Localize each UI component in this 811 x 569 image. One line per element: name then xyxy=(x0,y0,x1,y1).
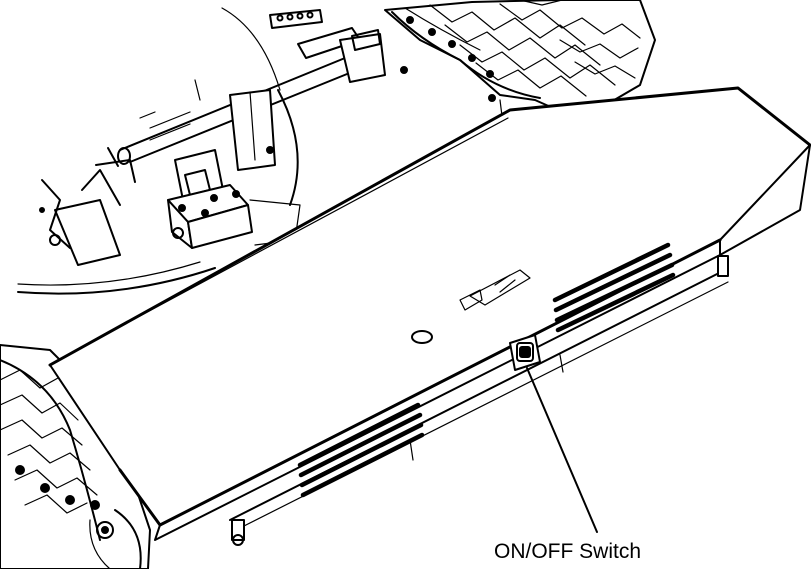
vent-slots-right xyxy=(552,242,676,333)
rotary-turntable xyxy=(17,7,299,295)
callout-leader-line xyxy=(526,367,598,533)
onoff-switch-callout-label: ON/OFF Switch xyxy=(494,540,642,563)
transfer-arm-assembly xyxy=(39,9,386,266)
onoff-switch[interactable] xyxy=(509,334,541,371)
guard-cover xyxy=(48,86,811,546)
vent-slots-left xyxy=(297,402,425,498)
